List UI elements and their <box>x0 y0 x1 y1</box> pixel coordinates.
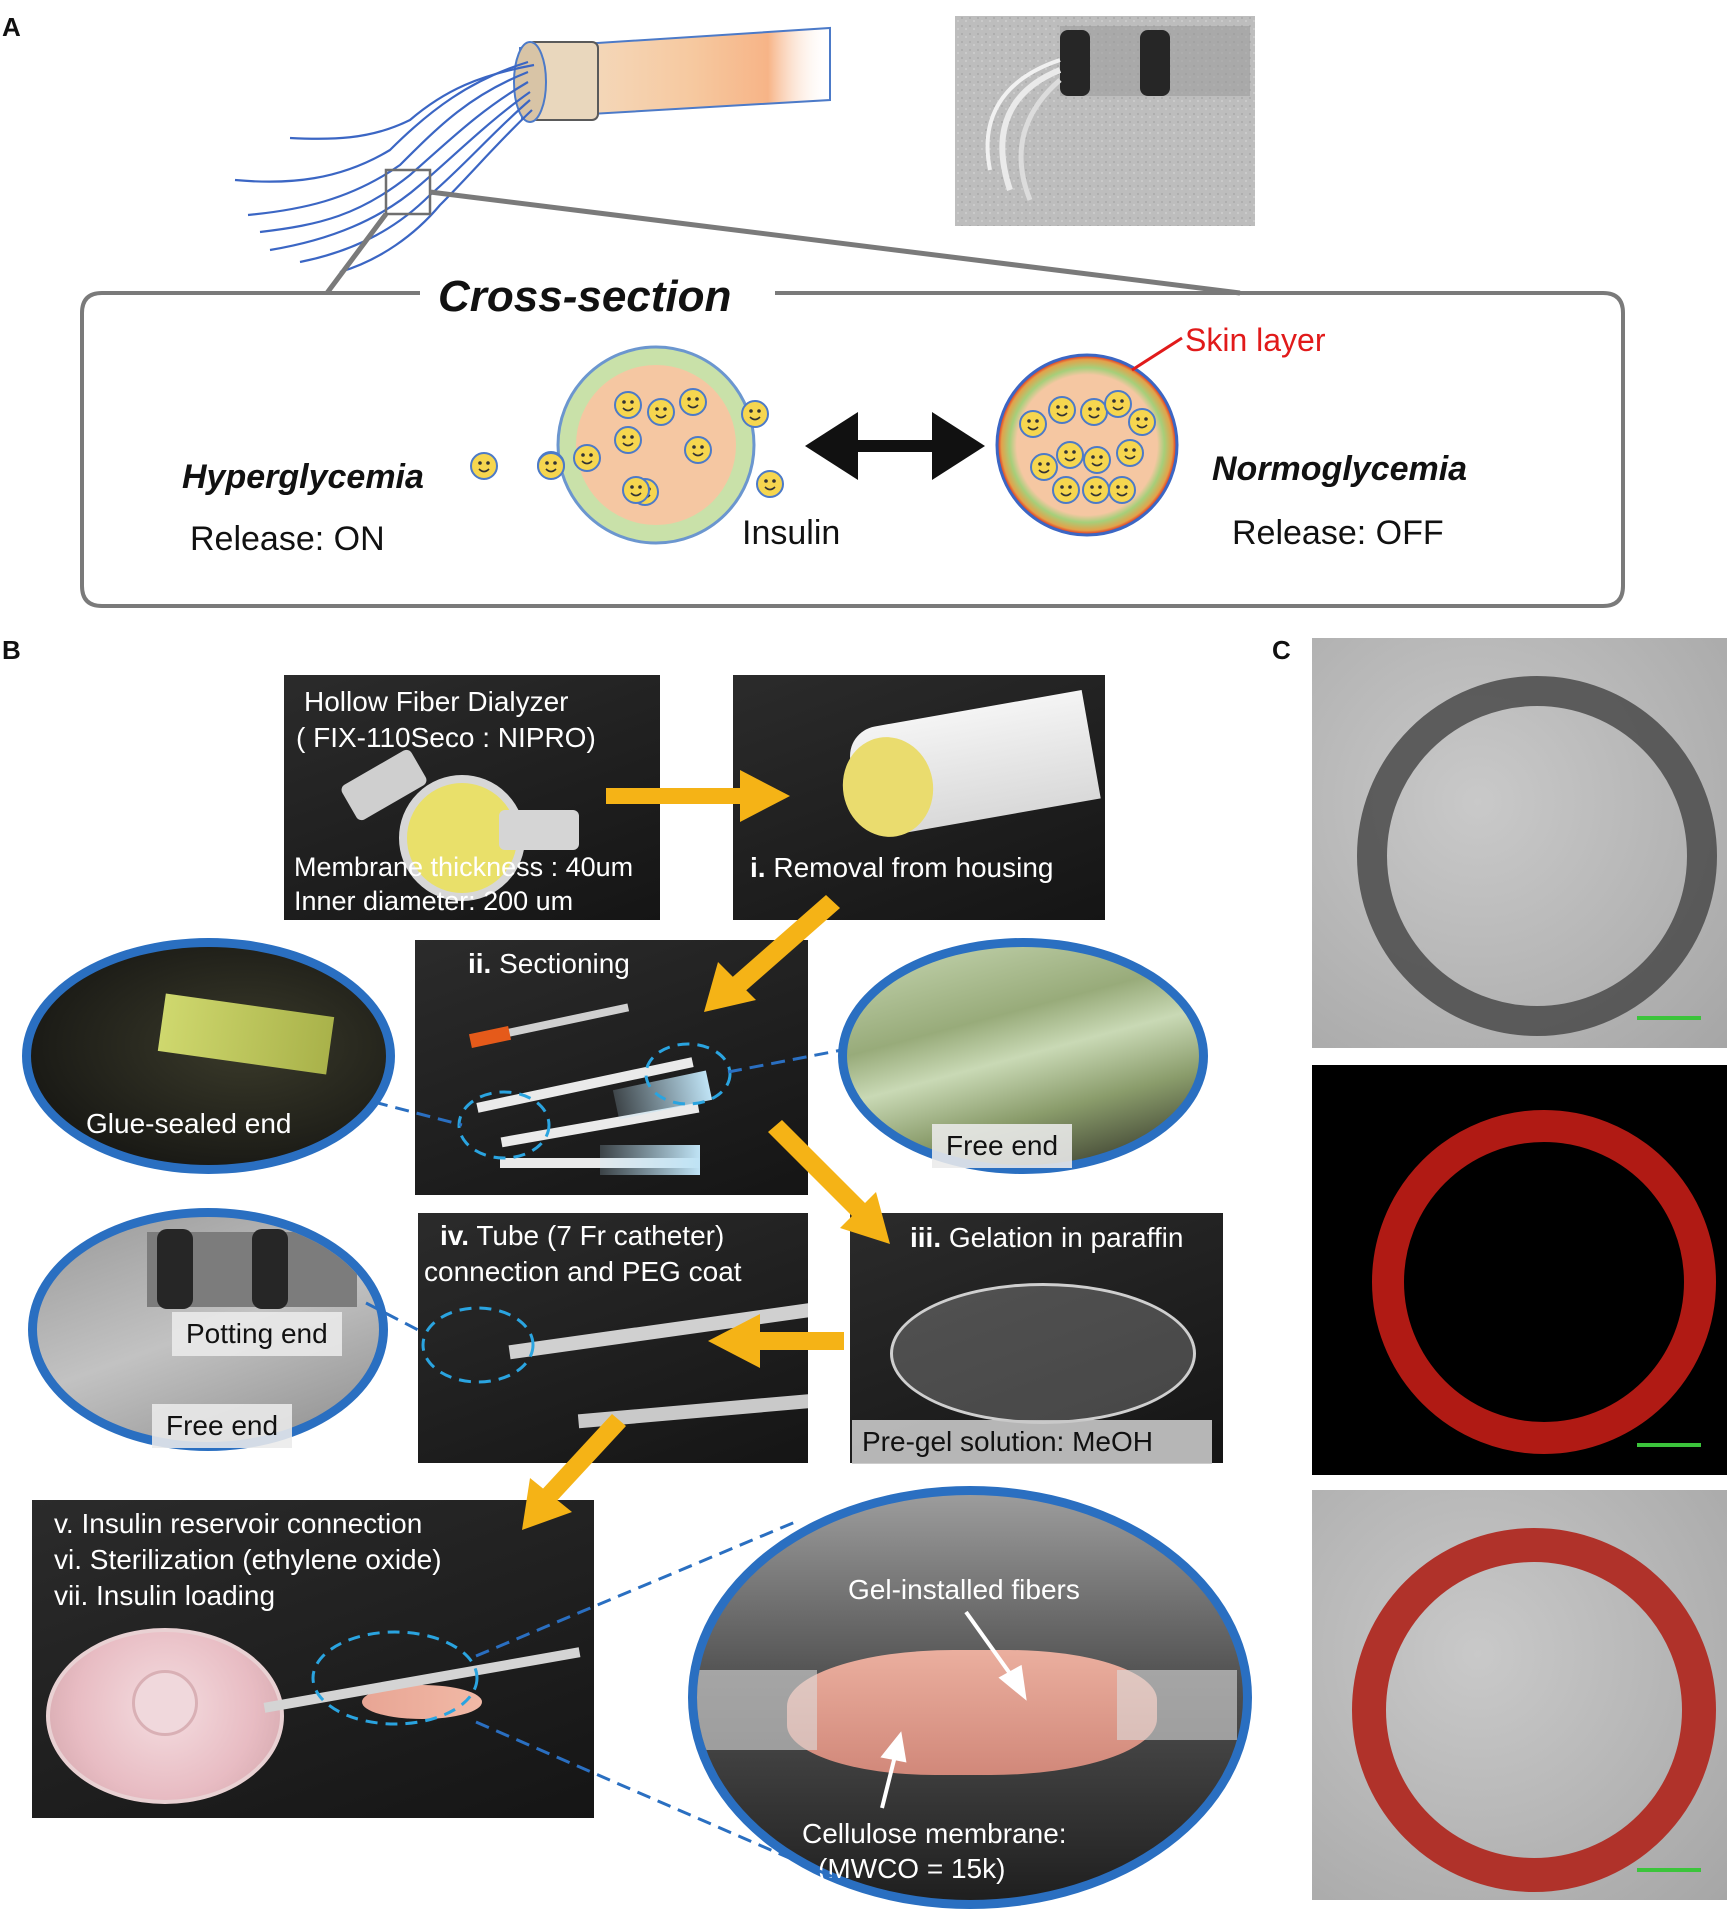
step-iv-text: Tube (7 Fr catheter) <box>476 1220 725 1251</box>
fiber-open-lumen <box>576 365 736 525</box>
step-ii-text: Sectioning <box>499 948 630 979</box>
insulin-smiley <box>1128 408 1156 436</box>
micrograph-merged <box>1312 1490 1727 1900</box>
panel-a-graphics <box>80 16 1625 608</box>
skin-layer-label: Skin layer <box>1185 322 1326 358</box>
insulin-smiley <box>741 400 769 428</box>
insulin-molecules <box>470 388 1156 506</box>
insulin-smiley <box>1048 396 1076 424</box>
cross-section-title: Cross-section <box>438 272 732 321</box>
free-end-label-bottom: Free end <box>152 1404 293 1448</box>
insulin-smiley <box>1019 410 1047 438</box>
step-iii-label: iii. Gelation in paraffin <box>910 1222 1183 1254</box>
insulin-smiley <box>614 426 642 454</box>
step-iii-text: Gelation in paraffin <box>948 1222 1184 1253</box>
step-i-text: Removal from housing <box>773 852 1054 883</box>
panel-label-a: A <box>2 12 21 42</box>
reversible-arrow <box>805 412 985 480</box>
dialyzer-model: ( FIX-110Seco : NIPRO) <box>296 722 596 753</box>
step-iv-line1: iv. Tube (7 Fr catheter) <box>440 1220 724 1252</box>
potting-end-label: Potting end <box>172 1312 342 1356</box>
hollow-fibers <box>234 60 535 274</box>
insulin-smiley <box>1116 439 1144 467</box>
insulin-smiley <box>756 470 784 498</box>
insulin-smiley <box>1108 476 1136 504</box>
step-i-label: i. Removal from housing <box>750 852 1053 884</box>
membrane-thickness: Membrane thickness : 40um <box>294 852 634 882</box>
step-iv-line2: connection and PEG coat <box>424 1256 742 1287</box>
step-vii-label: vii. Insulin loading <box>54 1580 276 1611</box>
step-i-number: i. <box>750 852 766 883</box>
insulin-smiley <box>470 452 498 480</box>
step-iv-number: iv. <box>440 1220 470 1251</box>
insulin-label: Insulin <box>742 514 841 552</box>
insulin-smiley <box>537 452 565 480</box>
step-ii-label: ii. Sectioning <box>468 948 630 980</box>
panel-label-c: C <box>1272 635 1291 665</box>
step-iii-number: iii. <box>910 1222 942 1253</box>
insulin-smiley <box>573 444 601 472</box>
dialyzer-photo <box>284 675 660 920</box>
step-v-label: v. Insulin reservoir connection <box>54 1508 423 1539</box>
cellulose-line1: Cellulose membrane: <box>802 1818 1067 1849</box>
cross-section-box <box>80 291 1625 608</box>
glue-sealed-oval <box>22 938 395 1174</box>
inner-diameter: Inner diameter: 200 um <box>294 886 574 916</box>
insulin-smiley <box>679 388 707 416</box>
gel-fibers-label: Gel-installed fibers <box>848 1574 1080 1605</box>
insulin-smiley <box>1083 446 1111 474</box>
insulin-smiley <box>614 391 642 419</box>
glue-sealed-end-label: Glue-sealed end <box>86 1108 292 1139</box>
normoglycemia-label: Normoglycemia <box>1212 450 1468 488</box>
insulin-smiley <box>1052 476 1080 504</box>
removal-photo <box>733 675 1105 920</box>
insulin-smiley <box>1030 453 1058 481</box>
insulin-smiley <box>647 398 675 426</box>
insulin-smiley <box>622 476 650 504</box>
step-vi-label: vi. Sterilization (ethylene oxide) <box>54 1544 442 1575</box>
dialyzer-title: Hollow Fiber Dialyzer <box>304 686 569 717</box>
pregel-label: Pre-gel solution: MeOH <box>852 1420 1212 1464</box>
insulin-smiley <box>684 436 712 464</box>
panel-label-b: B <box>2 635 21 665</box>
insulin-smiley <box>1080 398 1108 426</box>
micrograph-fluorescence <box>1312 1065 1727 1475</box>
insulin-smiley <box>1082 476 1110 504</box>
hyperglycemia-label: Hyperglycemia <box>182 458 424 496</box>
micrograph-brightfield <box>1312 638 1727 1048</box>
step-ii-number: ii. <box>468 948 492 979</box>
cellulose-line2: (MWCO = 15k) <box>818 1853 1006 1884</box>
release-on-label: Release: ON <box>190 520 385 558</box>
release-off-label: Release: OFF <box>1232 514 1444 552</box>
free-end-label-top: Free end <box>932 1124 1073 1168</box>
insulin-smiley <box>1104 390 1132 418</box>
insulin-smiley <box>1056 441 1084 469</box>
